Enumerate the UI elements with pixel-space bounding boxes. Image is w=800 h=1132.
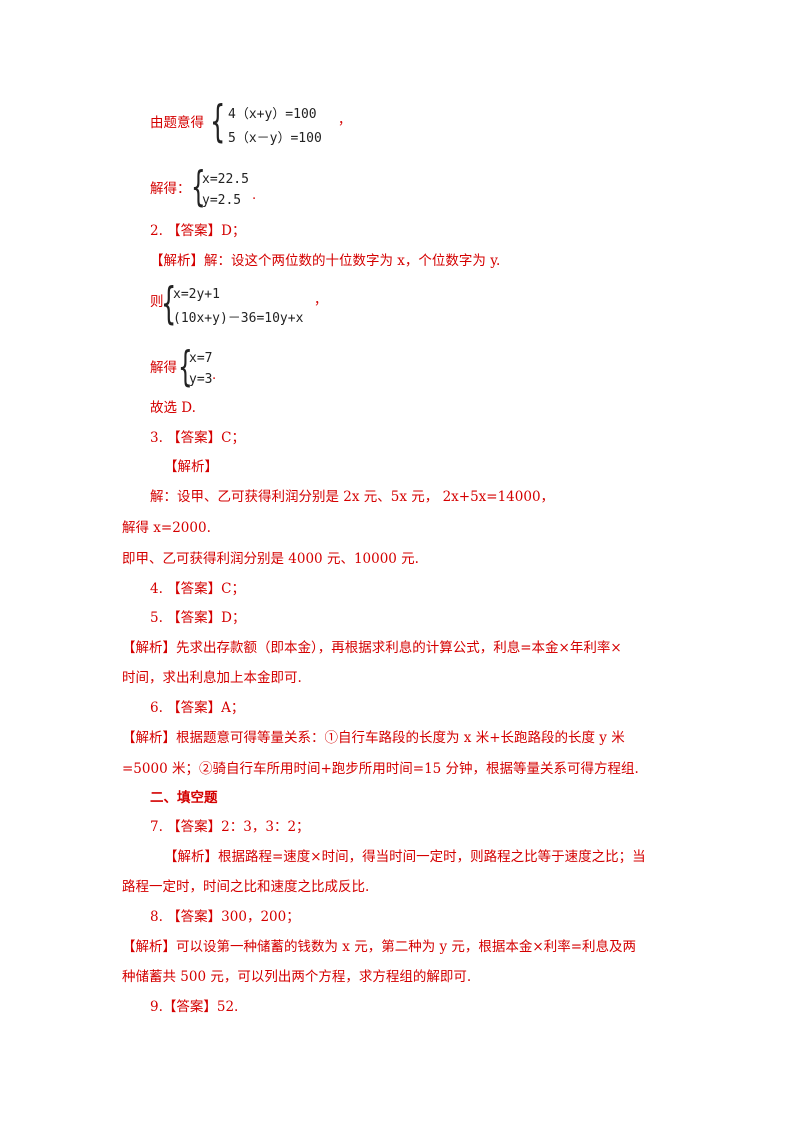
sys3-label: 则 — [150, 294, 164, 310]
sys4-eq1: x=7 — [189, 351, 213, 366]
left-brace-icon: { — [161, 278, 177, 329]
q3-line1: 解：设甲、乙可获得利润分别是 2x 元、5x 元， 2x+5x=14000， — [150, 489, 555, 505]
q2-conclusion: 故选 D. — [150, 400, 196, 416]
q3-line2: 解得 x=2000. — [122, 520, 211, 536]
q7-line2: 路程一定时，时间之比和速度之比成反比. — [122, 879, 370, 895]
q2-answer: 2. 【答案】D； — [150, 223, 246, 239]
sys1-eq1: 4（x+y）=100 — [228, 107, 317, 122]
q5-answer: 5. 【答案】D； — [150, 610, 246, 626]
sys3-eq1: x=2y+1 — [173, 287, 220, 302]
sys2-end: . — [252, 188, 257, 203]
sys2-eq1: x=22.5 — [202, 172, 249, 187]
sys3-eq2: (10x+y)－36=10y+x — [173, 311, 304, 326]
section-heading: 二、填空题 — [150, 790, 218, 806]
q6-line2: =5000 米；②骑自行车所用时间+跑步所用时间=15 分钟，根据等量关系可得方… — [122, 761, 639, 777]
q5-line2: 时间，求出利息加上本金即可. — [122, 670, 302, 686]
q5-line1: 【解析】先求出存款额（即本金），再根据求利息的计算公式，利息=本金×年利率× — [122, 640, 622, 656]
sys3-end: ， — [314, 293, 328, 308]
q6-line1: 【解析】根据题意可得等量关系：①自行车路段的长度为 x 米+长跑路段的长度 y … — [122, 730, 625, 746]
q8-line1: 【解析】可以设第一种储蓄的钱数为 x 元，第二种为 y 元，根据本金×利率=利息… — [122, 939, 637, 955]
sys4-eq2: y=3 — [189, 372, 213, 387]
q4-answer: 4. 【答案】C； — [150, 581, 246, 597]
sys4-label: 解得 — [150, 360, 177, 376]
sys1-eq2: 5（x－y）=100 — [228, 131, 322, 146]
sys1-label: 由题意得 — [150, 115, 204, 131]
q3-analysis-head: 【解析】 — [164, 459, 218, 475]
left-brace-icon: { — [178, 342, 193, 391]
q9-answer: 9.【答案】52. — [150, 999, 239, 1015]
q8-line2: 种储蓄共 500 元，可以列出两个方程，求方程组的解即可. — [122, 969, 472, 985]
sys2-label: 解得： — [150, 181, 191, 197]
left-brace-icon: { — [191, 162, 206, 211]
q7-line1: 【解析】根据路程=速度×时间，得当时间一定时，则路程之比等于速度之比；当 — [164, 849, 646, 865]
q8-answer: 8. 【答案】300，200； — [150, 909, 300, 925]
q6-answer: 6. 【答案】A； — [150, 700, 245, 716]
q3-line3: 即甲、乙可获得利润分别是 4000 元、10000 元. — [122, 551, 419, 567]
left-brace-icon: { — [210, 96, 226, 147]
sys4-end: . — [212, 368, 217, 383]
q7-answer: 7. 【答案】2：3，3：2； — [150, 819, 310, 835]
q3-answer: 3. 【答案】C； — [150, 430, 246, 446]
sys1-end: ， — [338, 113, 352, 128]
sys2-eq2: y=2.5 — [202, 193, 242, 208]
q2-analysis: 【解析】解：设这个两位数的十位数字为 x，个位数字为 y. — [150, 253, 501, 269]
